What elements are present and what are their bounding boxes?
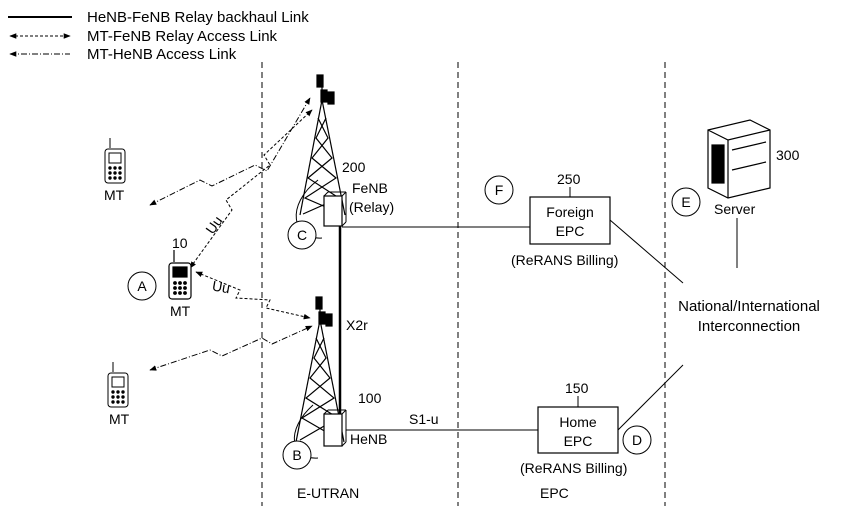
foreign-epc-ref-number: 250 (557, 171, 581, 187)
mt-top-label: MT (104, 187, 125, 203)
x2r-label: X2r (346, 317, 368, 333)
region-label-epc: EPC (540, 485, 569, 501)
interconnection-line2: Interconnection (698, 318, 801, 335)
svg-text:A: A (137, 278, 147, 294)
server-ref-number: 300 (776, 147, 800, 163)
svg-text:D: D (632, 432, 642, 448)
fenb-node-box (324, 196, 342, 226)
mt-label: MT (170, 303, 191, 319)
uu-upper-label: Uu (202, 213, 225, 237)
legend-relay-access-label: MT-FeNB Relay Access Link (87, 28, 278, 45)
fenb-ref-number: 200 (342, 159, 366, 175)
svg-text:F: F (495, 182, 504, 198)
henb-node-box (324, 414, 342, 446)
marker-d: D (623, 426, 651, 454)
uu-lower-label: Uu (211, 277, 231, 296)
mt-top-to-fenb-link (150, 98, 310, 205)
legend-backhaul-label: HeNB-FeNB Relay backhaul Link (87, 9, 309, 26)
mt-bottom-to-henb-link (150, 326, 312, 370)
mt-bottom-label: MT (109, 411, 130, 427)
fenb-label: FeNB (352, 180, 388, 196)
home-epc-ref-number: 150 (565, 380, 589, 396)
server-label: Server (714, 201, 756, 217)
henb-label: HeNB (350, 431, 387, 447)
marker-b: B (283, 441, 311, 469)
interconnection-line1: National/International (678, 298, 820, 315)
home-epc-line1: Home (559, 414, 597, 430)
mt-main-phone-icon (169, 250, 191, 299)
marker-a: A (128, 272, 156, 300)
fenb-relay-label: (Relay) (349, 199, 394, 215)
foreign-epc-billing: (ReRANS Billing) (511, 252, 618, 268)
foreign-epc-line2: EPC (556, 223, 585, 239)
legend: HeNB-FeNB Relay backhaul Link MT-FeNB Re… (8, 9, 309, 63)
server-icon (708, 120, 770, 198)
marker-f: F (485, 176, 513, 204)
home-epc-billing: (ReRANS Billing) (520, 460, 627, 476)
mt-bottom-phone-icon (108, 362, 128, 407)
legend-henb-access-label: MT-HeNB Access Link (87, 46, 237, 63)
mt-top-phone-icon (105, 138, 125, 183)
home-epc-line2: EPC (564, 433, 593, 449)
fenb-tower-icon (300, 75, 345, 215)
henb-ref-number: 100 (358, 390, 382, 406)
marker-c: C (288, 221, 316, 249)
s1u-label: S1-u (409, 411, 439, 427)
svg-text:E: E (681, 194, 690, 210)
region-label-eutran: E-UTRAN (297, 485, 359, 501)
svg-text:C: C (297, 227, 307, 243)
marker-e: E (672, 188, 700, 216)
home-epc-to-interconnection-link (618, 365, 683, 430)
mt-ref-number: 10 (172, 235, 188, 251)
foreign-epc-line1: Foreign (546, 204, 593, 220)
foreign-epc-to-interconnection-link (610, 220, 683, 283)
svg-text:B: B (292, 447, 301, 463)
